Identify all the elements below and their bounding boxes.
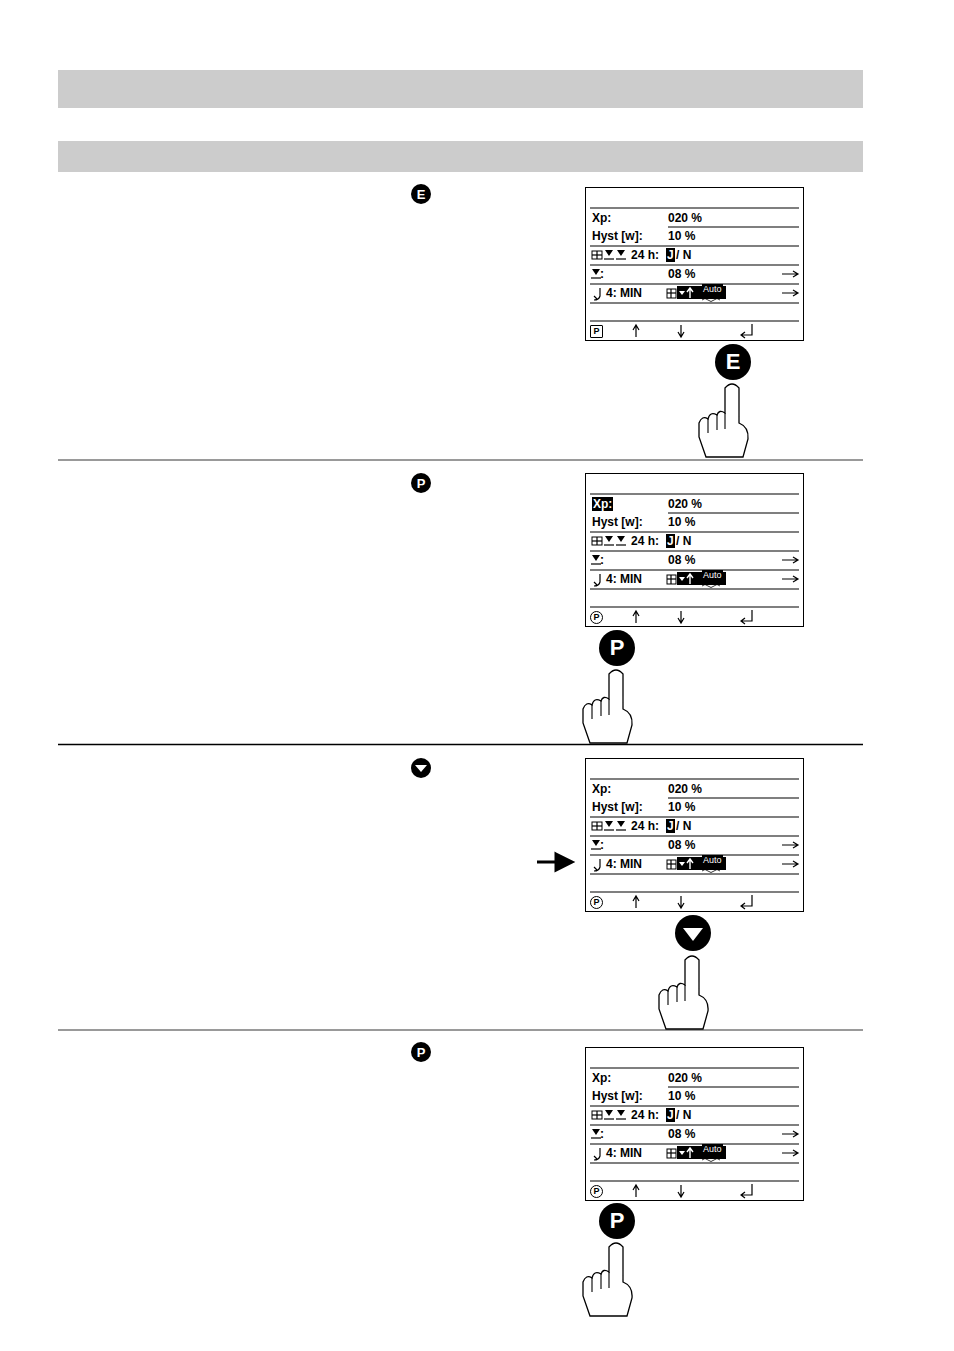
lcd-text: 020 % (668, 497, 702, 511)
lcd-text: 08 % (668, 267, 695, 281)
lcd-text: : (600, 267, 604, 281)
lcd-text: / N (676, 1108, 691, 1122)
key-button: E (715, 344, 751, 380)
lcd-text: Xp: (592, 782, 611, 796)
lcd-text: Xp: (592, 497, 613, 511)
menu-key-icon: P (590, 611, 603, 624)
lcd-text: Auto (702, 855, 723, 865)
key-letter: P (610, 637, 625, 659)
lcd-screen: Xp: 020 % Hyst [w]: 10 % 24 h: J/ N: 08 % 4: MI… (585, 758, 804, 912)
lcd-text: 4: MIN (606, 857, 642, 871)
lcd-text: : (600, 553, 604, 567)
separator (58, 1030, 863, 1031)
lcd-text: Auto (702, 1144, 723, 1154)
key-button: E (411, 184, 431, 204)
lcd-text: 08 % (668, 553, 695, 567)
key-button: P (599, 1203, 635, 1239)
separator (58, 460, 863, 461)
lcd-text: 10 % (668, 515, 695, 529)
pressing-hand (699, 384, 748, 457)
lcd-text: 10 % (668, 800, 695, 814)
lcd-text: : (600, 838, 604, 852)
lcd-lines (586, 1048, 804, 1201)
pressing-hand (583, 1243, 632, 1316)
lcd-text: 24 h: (631, 534, 659, 548)
lcd-text: J (666, 819, 675, 833)
big-down-button (675, 915, 711, 951)
lcd-text: 24 h: (631, 1108, 659, 1122)
lcd-lines (586, 759, 804, 912)
lcd-screen: Xp: 020 % Hyst [w]: 10 % 24 h: J/ N: 08 % 4: MI… (585, 187, 804, 341)
lcd-text: Hyst [w]: (592, 229, 643, 243)
lcd-text: 24 h: (631, 819, 659, 833)
key-letter: E (417, 188, 426, 201)
header-bar (58, 70, 863, 108)
menu-key-icon: P (590, 1185, 603, 1198)
lcd-text: Auto (702, 570, 723, 580)
pressing-hand (583, 670, 632, 743)
lcd-text: 10 % (668, 1089, 695, 1103)
key-button: P (599, 630, 635, 666)
lcd-text: 08 % (668, 1127, 695, 1141)
key-letter: P (593, 613, 599, 622)
lcd-text: Hyst [w]: (592, 515, 643, 529)
lcd-text: 24 h: (631, 248, 659, 262)
lcd-screen: Xp: 020 % Hyst [w]: 10 % 24 h: J/ N: 08 % 4: MI… (585, 1047, 804, 1201)
key-letter: P (417, 1046, 426, 1059)
lcd-text: Xp: (592, 211, 611, 225)
lcd-text: : (600, 1127, 604, 1141)
key-letter: P (610, 1210, 625, 1232)
lcd-text: 4: MIN (606, 286, 642, 300)
section-bar (58, 141, 863, 172)
key-button: P (411, 1042, 431, 1062)
pressing-hand (659, 956, 708, 1029)
key-letter: P (417, 477, 426, 490)
lcd-text: J (666, 534, 675, 548)
lcd-text: 020 % (668, 1071, 702, 1085)
lcd-text: Xp: (592, 1071, 611, 1085)
lcd-text: Auto (702, 284, 723, 294)
lcd-lines (586, 188, 804, 341)
lcd-text: Hyst [w]: (592, 1089, 643, 1103)
lcd-text: 020 % (668, 782, 702, 796)
menu-key-icon: P (590, 325, 603, 338)
lcd-screen: Xp: 020 % Hyst [w]: 10 % 24 h: J/ N: 08 % 4: MI… (585, 473, 804, 627)
lcd-text: J (666, 1108, 675, 1122)
lcd-text: Hyst [w]: (592, 800, 643, 814)
lcd-text: / N (676, 248, 691, 262)
lcd-text: J (666, 248, 675, 262)
lcd-text: 4: MIN (606, 572, 642, 586)
key-letter: P (593, 327, 599, 336)
key-button: P (411, 473, 431, 493)
pointer-arrow (537, 854, 572, 870)
small-down-button (411, 758, 431, 778)
lcd-text: 020 % (668, 211, 702, 225)
lcd-text: 08 % (668, 838, 695, 852)
separator (58, 744, 863, 746)
lcd-text: 4: MIN (606, 1146, 642, 1160)
key-letter: P (593, 1187, 599, 1196)
key-letter: P (593, 898, 599, 907)
lcd-text: 10 % (668, 229, 695, 243)
menu-key-icon: P (590, 896, 603, 909)
key-letter: E (726, 351, 741, 373)
lcd-lines (586, 474, 804, 627)
lcd-text: / N (676, 819, 691, 833)
lcd-text: / N (676, 534, 691, 548)
